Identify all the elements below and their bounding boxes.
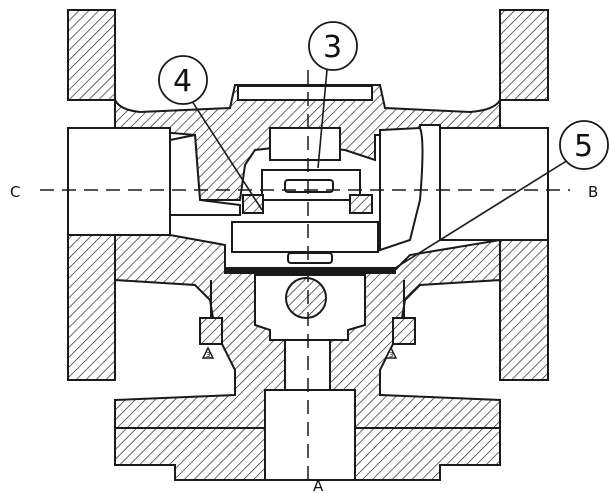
port-c-bore — [67, 127, 171, 236]
right-flange — [499, 9, 549, 101]
spool-slot-lower — [287, 252, 333, 264]
spool-middle — [231, 221, 379, 253]
seat-ring-left — [242, 194, 264, 214]
seat-ring-right — [349, 194, 373, 214]
left-flange — [67, 9, 116, 101]
leader-4 — [189, 97, 263, 211]
right-flange-lower — [499, 239, 549, 381]
bonnet-cap — [237, 85, 373, 101]
valve-trim — [224, 85, 424, 481]
callout-label-3: 3 — [323, 30, 342, 65]
markers — [201, 346, 398, 359]
port-label-c: C — [10, 183, 20, 201]
bottom-bore — [264, 389, 356, 481]
leader-3 — [317, 69, 328, 169]
port-label-a: A — [313, 477, 324, 493]
callouts — [158, 21, 609, 170]
spool-slot — [284, 179, 334, 193]
bolts — [199, 280, 416, 345]
marker-triangle-right — [384, 346, 398, 359]
marker-triangle-left — [201, 346, 215, 359]
callout-label-5: 5 — [574, 129, 593, 164]
port-label-b: B — [588, 183, 598, 201]
marker-label-left: 3 — [206, 351, 210, 359]
leader-lines — [189, 69, 569, 271]
left-flange-lower — [67, 234, 116, 381]
centerlines — [40, 70, 570, 480]
top-slot — [269, 127, 341, 161]
gasket — [224, 267, 396, 274]
callout-circle-4 — [158, 55, 208, 105]
stem-ball — [285, 277, 327, 319]
leader-5 — [391, 159, 569, 271]
port-bores — [67, 127, 549, 241]
port-b-bore — [439, 127, 549, 241]
callout-circle-5 — [559, 120, 609, 170]
marker-label-right: 3 — [389, 351, 393, 359]
right-channel — [379, 126, 424, 252]
callout-label-4: 4 — [173, 64, 192, 99]
bolt-right — [392, 317, 416, 345]
callout-circle-3 — [308, 21, 358, 71]
bolt-left — [199, 317, 223, 345]
